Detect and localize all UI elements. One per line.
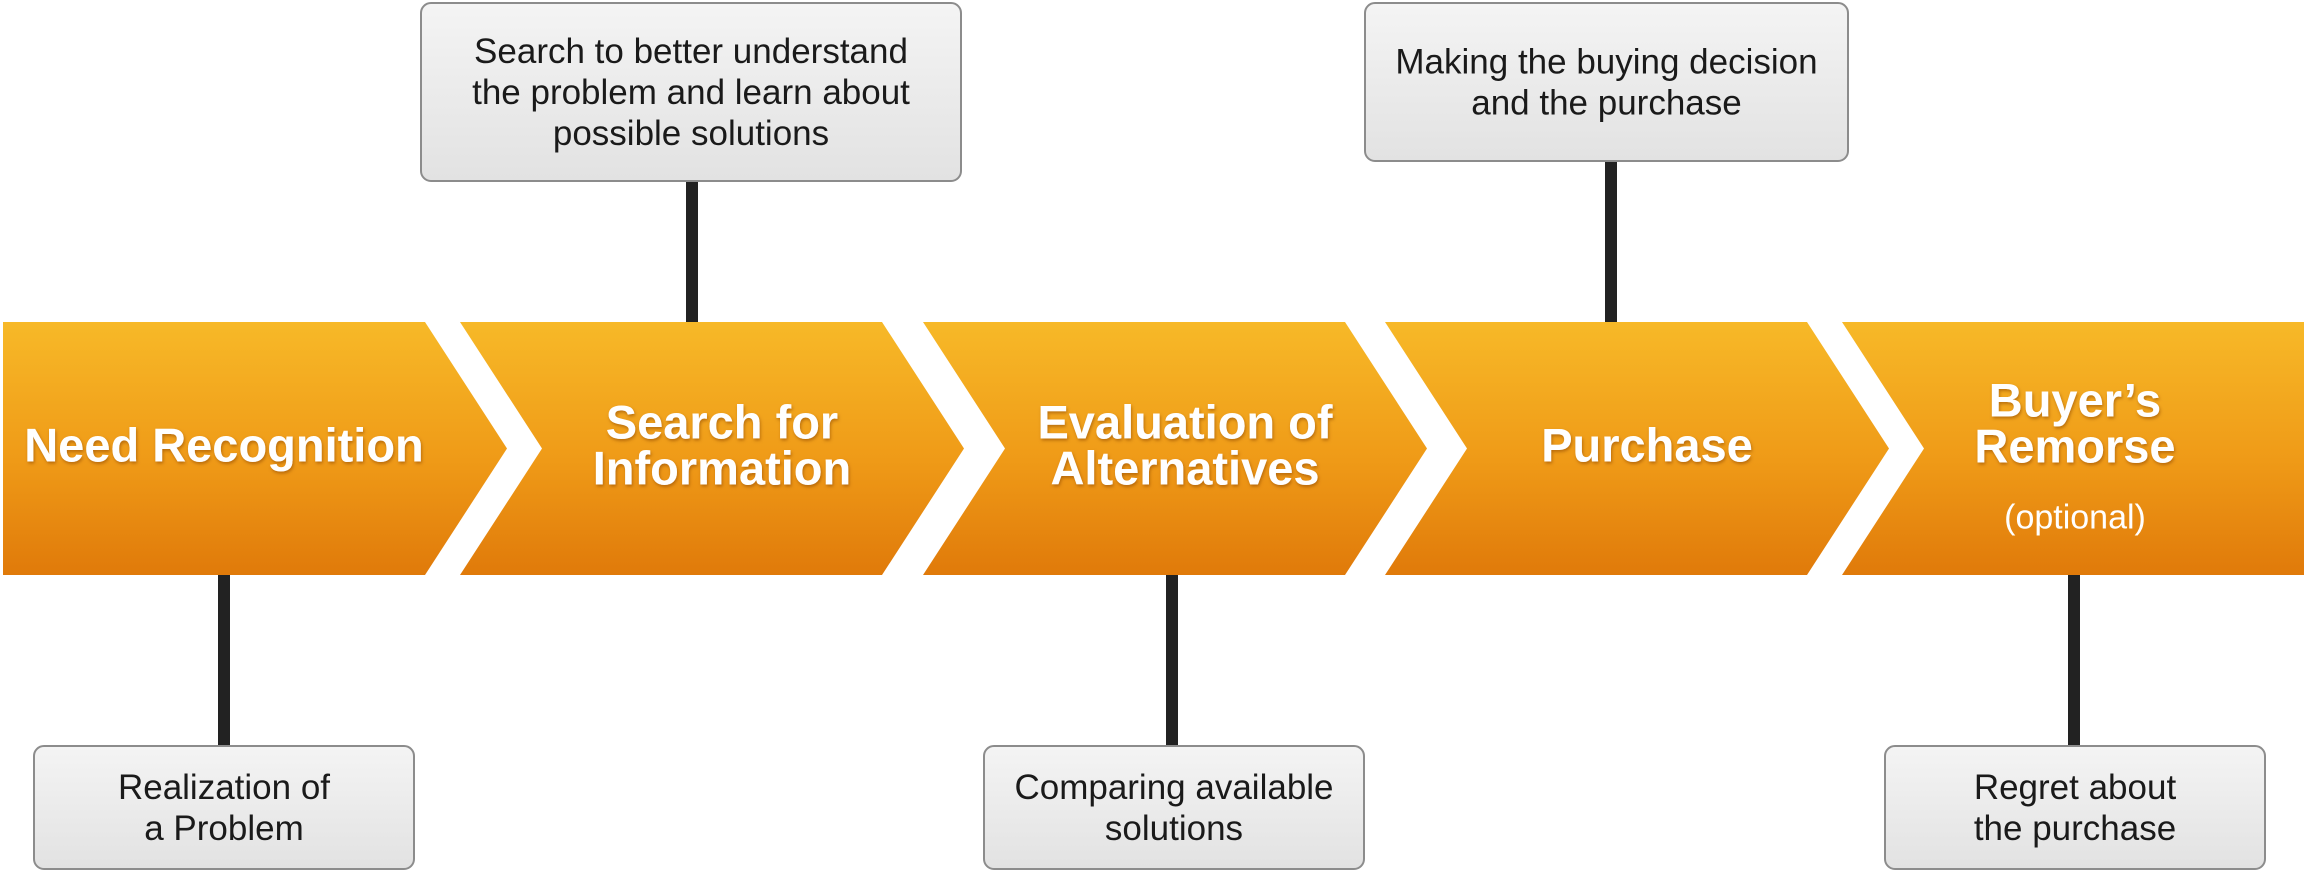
note-top-step-2-line: possible solutions (553, 114, 829, 153)
chevron-step-3 (923, 322, 1427, 575)
chevron-step-2 (460, 322, 964, 575)
note-top-step-2-line: Search to better understand (474, 32, 908, 71)
chevron-step-5 (1842, 322, 2304, 575)
step-3-title-line: Alternatives (1050, 442, 1319, 495)
note-bottom-step-5-line: the purchase (1974, 809, 2176, 848)
note-top-step-4-line: Making the buying decision (1395, 43, 1817, 82)
step-5-title-line: Buyer’s (1989, 374, 2161, 427)
note-bottom-step-3-line: solutions (1105, 809, 1243, 848)
step-2-title-line: Search for (606, 396, 838, 449)
chevron-step-4 (1385, 322, 1889, 575)
connector-lines (218, 161, 2080, 746)
step-5-title-line: Remorse (1974, 420, 2175, 473)
note-box-bottom-step-1 (33, 745, 415, 870)
note-bottom-step-5-line: Regret about (1974, 768, 2177, 807)
step-3-title-line: Evaluation of (1037, 396, 1332, 449)
chevron-step-1 (3, 322, 507, 575)
note-box-bottom-step-5 (1884, 745, 2266, 870)
note-top-step-2-line: the problem and learn about (472, 73, 910, 112)
note-bottom-step-3-line: Comparing available (1014, 768, 1333, 807)
step-5-subtitle: (optional) (2004, 499, 2146, 537)
step-1-title-line: Need Recognition (24, 419, 424, 472)
note-box-top-step-4 (1364, 2, 1849, 162)
step-4-title-line: Purchase (1541, 419, 1753, 472)
step-2-title-line: Information (593, 442, 851, 495)
note-bottom-step-1-line: Realization of (118, 768, 330, 807)
note-box-top-step-2 (420, 2, 962, 182)
note-bottom-step-1-line: a Problem (144, 809, 304, 848)
note-box-bottom-step-3 (983, 745, 1365, 870)
note-top-step-4-line: and the purchase (1471, 84, 1741, 123)
